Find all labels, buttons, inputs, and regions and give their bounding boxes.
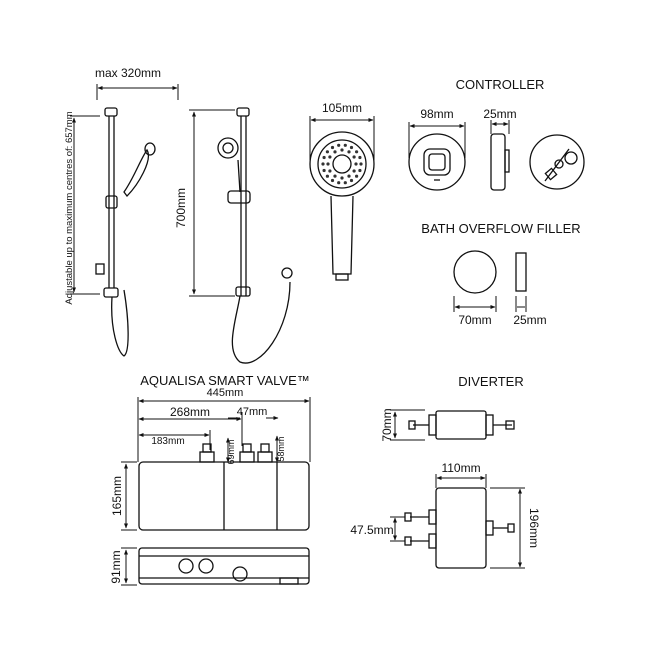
nozzle-dot xyxy=(343,143,347,147)
diverter-width-dimension xyxy=(435,474,487,488)
controller-width-dimension xyxy=(408,122,466,158)
nozzle-dot xyxy=(325,150,329,154)
controller-width-label: 98mm xyxy=(420,107,453,121)
diverter-outlet-label: 47.5mm xyxy=(350,523,393,537)
handset-width-dimension xyxy=(309,116,375,160)
filler-title: BATH OVERFLOW FILLER xyxy=(421,221,580,236)
handset-nozzles xyxy=(321,143,363,185)
filler-depth-label: 25mm xyxy=(513,313,546,327)
handset-width-label: 105mm xyxy=(322,101,362,115)
valve-total-label: 445mm xyxy=(207,387,244,399)
nozzle-dot xyxy=(330,178,335,183)
riser-rail-with-hose xyxy=(217,107,293,364)
nozzle-dot xyxy=(347,150,351,154)
nozzle-dot xyxy=(352,169,356,173)
nozzle-dot xyxy=(322,168,326,173)
valve-69-label: 69mm xyxy=(226,439,236,464)
diverter-length-dimension xyxy=(490,487,525,569)
filler-dimensions xyxy=(453,296,527,312)
controller-depth-dimension xyxy=(490,120,510,134)
controller-back xyxy=(529,134,585,190)
valve-depth-dimension xyxy=(121,547,137,586)
riser-rail-front-view xyxy=(95,107,156,357)
nozzle-dot xyxy=(328,155,332,159)
rail-adjust-dimension xyxy=(70,115,100,295)
nozzle-dot xyxy=(325,174,329,178)
nozzle-dot xyxy=(322,155,326,160)
controller-title: CONTROLLER xyxy=(456,77,545,92)
nozzle-dot xyxy=(349,178,354,183)
valve-title: AQUALISA SMART VALVE™ xyxy=(140,373,310,388)
valve-268-label: 268mm xyxy=(170,405,210,419)
rail-adjust-label: Adjustable up to maximum centres of: 657… xyxy=(64,111,75,304)
diverter-height-dimension xyxy=(390,409,425,441)
valve-depth-label: 91mm xyxy=(109,550,123,583)
nozzle-dot xyxy=(354,162,358,166)
nozzle-dot xyxy=(340,176,344,180)
valve-top-dimensions xyxy=(137,397,311,463)
valve-58-label: 58mm xyxy=(276,436,286,461)
rail-height-label: 700mm xyxy=(174,188,188,228)
valve-height-label: 165mm xyxy=(110,476,124,516)
rail-height-dimension xyxy=(189,109,235,297)
valve-height-dimension xyxy=(121,461,137,531)
nozzle-dot xyxy=(333,174,337,178)
valve-bottom-view xyxy=(138,547,310,585)
controller-side xyxy=(490,133,510,191)
filler-front xyxy=(453,250,497,294)
nozzle-dot xyxy=(347,174,351,178)
nozzle-dot xyxy=(355,174,359,178)
nozzle-dot xyxy=(343,181,347,185)
nozzle-dot xyxy=(349,145,354,150)
nozzle-dot xyxy=(326,162,330,166)
filler-width-label: 70mm xyxy=(458,313,491,327)
nozzle-dot xyxy=(337,181,341,185)
filler-side xyxy=(515,252,527,292)
nozzle-dot xyxy=(328,169,332,173)
nozzle-dot xyxy=(330,145,335,150)
rail-width-label: max 320mm xyxy=(95,66,161,80)
nozzle-dot xyxy=(352,155,356,159)
nozzle-dot xyxy=(337,143,341,147)
nozzle-dot xyxy=(359,162,363,166)
diverter-length-label: 196mm xyxy=(527,508,541,548)
nozzle-dot xyxy=(358,155,362,160)
valve-183-label: 183mm xyxy=(151,436,184,447)
valve-front-body xyxy=(138,443,310,531)
diverter-title: DIVERTER xyxy=(458,374,524,389)
nozzle-dot xyxy=(321,162,325,166)
controller-front xyxy=(408,133,466,191)
diverter-height-label: 70mm xyxy=(380,408,394,441)
nozzle-dot xyxy=(340,148,344,152)
valve-47-label: 47mm xyxy=(237,406,268,418)
handset xyxy=(309,131,375,281)
controller-depth-label: 25mm xyxy=(483,107,516,121)
diverter-side-view xyxy=(408,410,515,440)
nozzle-dot xyxy=(333,150,337,154)
rail-width-dimension xyxy=(96,84,179,100)
nozzle-dot xyxy=(358,168,362,173)
diverter-outlet-dimension xyxy=(390,516,405,542)
nozzle-dot xyxy=(355,150,359,154)
diverter-top-view xyxy=(404,487,515,569)
diverter-width-label: 110mm xyxy=(441,461,480,475)
